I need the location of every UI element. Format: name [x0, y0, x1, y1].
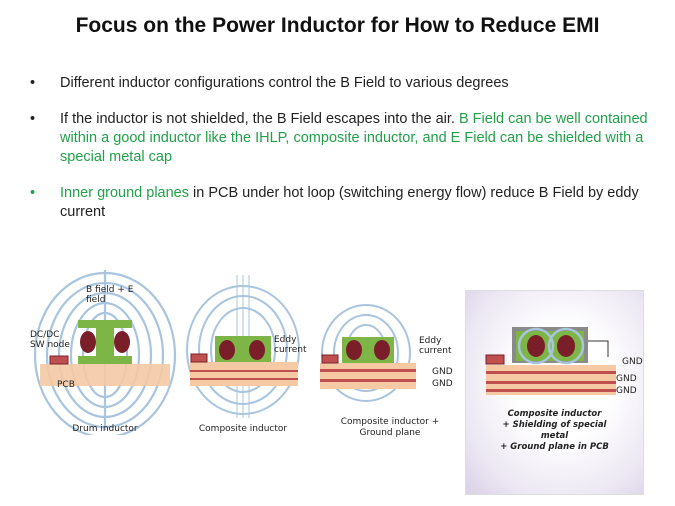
bullet-text-highlight: Inner ground planes: [60, 185, 189, 201]
bullet-text-highlight: B Field can be well contained within a g…: [60, 111, 648, 165]
bullet-text: in PCB under hot loop (switching energy …: [60, 185, 639, 220]
winding-right: [249, 340, 265, 360]
gnd-label: GND: [622, 357, 643, 367]
ground-plane: [320, 369, 416, 372]
sw-node-pad: [190, 353, 208, 363]
bullet-marker: •: [30, 185, 36, 201]
drum-bottom: [78, 356, 132, 364]
eddy-current-label: Eddy current: [274, 335, 307, 355]
pcb-board: [190, 362, 298, 386]
eddy-current-label: Eddy current: [419, 336, 452, 356]
pcb-board: [320, 363, 416, 389]
caption-line: + Shielding of special: [502, 420, 607, 430]
copper-layer: [190, 370, 298, 372]
bullet-marker: •: [30, 75, 36, 91]
field-lines: [33, 270, 177, 435]
sw-node-pad: [49, 355, 69, 365]
ground-connection: [588, 340, 609, 357]
shielded-inductor-diagram: [485, 327, 616, 395]
ground-plane: [486, 381, 616, 384]
ground-plane: [320, 379, 416, 382]
drum-inductor-diagram: [33, 270, 177, 435]
sw-node-label: DC/DC SW node: [30, 330, 70, 350]
winding-left: [219, 340, 235, 360]
winding-left: [527, 335, 545, 357]
gnd-label: GND: [616, 374, 637, 384]
drum-top: [78, 320, 132, 328]
copper-layer: [190, 378, 298, 380]
ground-plane: [486, 371, 616, 374]
bullet-text: Different inductor configurations contro…: [60, 75, 509, 91]
caption-line: metal: [540, 431, 569, 441]
caption-line: + Ground plane in PCB: [500, 442, 609, 452]
composite-inductor-diagram: [186, 275, 300, 418]
field-label: B field + E field: [86, 285, 134, 305]
field-lines: [517, 327, 585, 365]
sw-node-pad: [321, 354, 339, 364]
gnd-label: GND: [616, 386, 637, 396]
gnd-label: GND: [432, 379, 453, 389]
bullet-item-2: • If the inductor is not shielded, the B…: [30, 110, 650, 167]
bullet-marker: •: [30, 111, 36, 127]
composite-caption: Composite inductor: [198, 424, 288, 434]
bullet-list: • Different inductor configurations cont…: [30, 74, 650, 239]
shielded-caption: Composite inductor + Shielding of specia…: [466, 409, 643, 453]
ground-plane: [486, 389, 616, 392]
winding-right: [374, 340, 390, 360]
pcb-label: PCB: [57, 380, 75, 390]
gnd-label: GND: [432, 367, 453, 377]
sw-node-pad: [485, 354, 505, 365]
winding-right: [557, 335, 575, 357]
composite-ground-caption: Composite inductor + Ground plane: [340, 417, 440, 438]
drum-caption: Drum inductor: [72, 424, 138, 434]
winding-left: [346, 340, 362, 360]
composite-ground-diagram: [320, 304, 416, 402]
caption-line: Composite inductor: [507, 409, 602, 419]
bullet-text: If the inductor is not shielded, the B F…: [60, 111, 459, 127]
slide-title: Focus on the Power Inductor for How to R…: [75, 14, 600, 37]
pcb-board: [40, 364, 170, 386]
bullet-item-1: • Different inductor configurations cont…: [30, 74, 650, 93]
winding-right: [114, 331, 130, 353]
bullet-item-3: • Inner ground planes in PCB under hot l…: [30, 184, 650, 222]
shielded-inductor-panel: GND GND GND Composite inductor + Shieldi…: [465, 290, 644, 495]
winding-left: [80, 331, 96, 353]
drum-core: [96, 328, 114, 356]
